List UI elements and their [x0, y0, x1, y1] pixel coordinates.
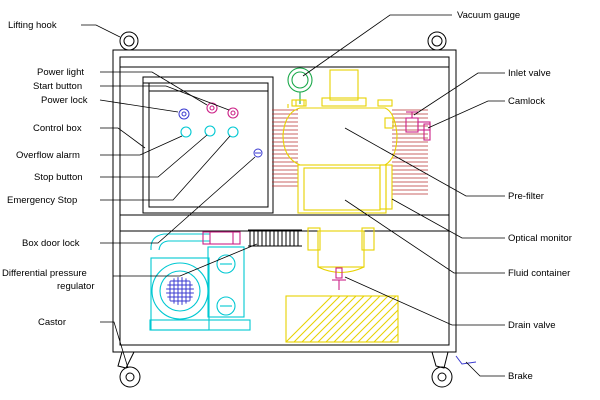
emergency-stop-icon [227, 126, 239, 138]
label-fluid-container: Fluid container [508, 268, 570, 279]
control-box [142, 76, 274, 214]
heating-coil-right [392, 109, 428, 195]
label-control-box: Control box [33, 123, 82, 134]
label-stop-button: Stop button [34, 172, 83, 183]
pump-motor [149, 233, 251, 331]
label-castor: Castor [38, 317, 66, 328]
power-light-icon [206, 102, 218, 114]
label-emergency-stop: Emergency Stop [7, 195, 77, 206]
label-drain-valve: Drain valve [508, 320, 556, 331]
label-camlock: Camlock [508, 96, 545, 107]
label-start-button: Start button [33, 81, 82, 92]
lifting-hook-right [427, 31, 447, 51]
machine-frame [112, 49, 457, 353]
fluid-tray [285, 295, 399, 343]
leader-lines [81, 14, 505, 377]
vacuum-tank [282, 69, 398, 214]
label-overflow-alarm: Overflow alarm [16, 150, 80, 161]
castor-right [431, 351, 453, 388]
label-power-light: Power light [37, 67, 84, 78]
label-optical-monitor: Optical monitor [508, 233, 572, 244]
start-button-icon [227, 107, 239, 119]
castor-left [117, 351, 141, 388]
box-door-lock-icon [253, 148, 263, 158]
label-power-lock: Power lock [41, 95, 88, 106]
fluid-container [307, 227, 375, 274]
stop-button-icon [204, 125, 216, 137]
label-inlet-valve: Inlet valve [508, 68, 551, 79]
brake-pedal [455, 355, 477, 365]
label-differential-pressure-line1: Differential pressure [2, 268, 87, 279]
label-lifting-hook: Lifting hook [8, 20, 57, 31]
camlock-icon [417, 121, 431, 141]
lifting-hook-left [119, 31, 139, 51]
label-differential-pressure-line2: regulator [57, 281, 95, 292]
power-lock-icon [178, 108, 190, 120]
vacuum-gauge-icon [287, 67, 313, 107]
label-vacuum-gauge: Vacuum gauge [457, 10, 520, 21]
label-pre-filter: Pre-filter [508, 191, 544, 202]
overflow-alarm-icon [180, 126, 192, 138]
label-brake: Brake [508, 371, 533, 382]
label-box-door-lock: Box door lock [22, 238, 80, 249]
drain-valve-icon [332, 267, 346, 290]
differential-pressure-regulator-icon [202, 229, 302, 247]
